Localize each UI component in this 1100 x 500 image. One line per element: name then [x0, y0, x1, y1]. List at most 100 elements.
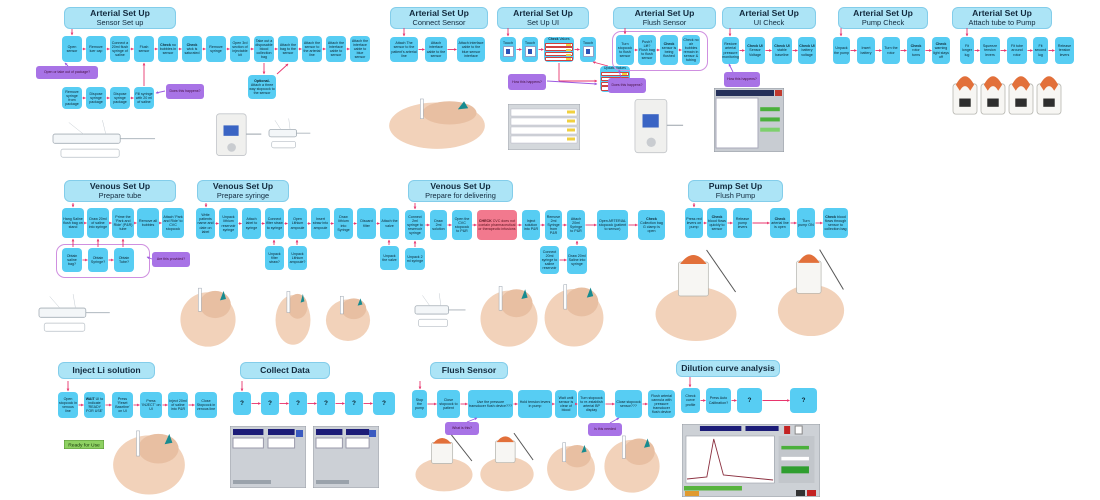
flow-step: Check sensor is being flushed: [660, 35, 678, 65]
step-label: Hang Saline flush bag on stand: [63, 216, 83, 230]
illustration-flush-device-photo: [628, 92, 686, 166]
flow-step: Check UI battery voltage: [798, 37, 816, 64]
flow-step: Fill syringe with 20 ml of saline: [134, 87, 154, 109]
illustration-pump-hand-photo-1: [652, 242, 740, 342]
flow-step: Touch: [500, 37, 516, 62]
step-label: Open ARTERIAL stopcock (patient to senso…: [598, 218, 627, 232]
section-subtitle: Prepare syringe: [216, 190, 270, 200]
flow-step: Touch: [522, 37, 538, 62]
note-box: How this happens?: [508, 74, 546, 90]
value-chip: [565, 53, 571, 56]
step-label: Attach the interface cable to sensor: [327, 40, 345, 58]
section-subtitle: Attach tube to Pump: [968, 17, 1036, 27]
flow-step: Inject solution into P&R: [522, 210, 540, 240]
step-label: Unpack Lithium ampoule?: [289, 251, 306, 265]
step-label: ?: [240, 399, 244, 407]
flow-step: Connect filter straw to syringe: [265, 208, 284, 239]
illustration-pump-photo-3: [1008, 70, 1034, 116]
illustration-filter-syringe-diagram: [414, 286, 470, 338]
step-label: Insert battery: [860, 46, 872, 55]
illustration-ui-monitor-screenshot: [713, 87, 785, 153]
flow-step: ?: [737, 388, 762, 413]
flow-step: Inject 20ml of saline into P&R: [168, 392, 188, 418]
value-chip: [565, 44, 571, 47]
section-subtitle: Flush Pump: [715, 190, 756, 200]
flow-step: Close stopcock to patient: [437, 390, 460, 418]
flow-step: Unpack Lithium ampoule?: [288, 246, 307, 270]
illustration-data-screenshot-2: [312, 425, 380, 489]
step-label: Remove syringe: [209, 44, 223, 53]
section-header: Inject Li solution: [58, 362, 155, 379]
step-label: Open Lithium ampoule: [290, 217, 305, 230]
step-label: Check sensor is being flushed: [661, 41, 677, 59]
flow-step: CHECK CVC does not contain pharmaceutica…: [477, 210, 517, 240]
flow-step: Squeeze tension levers: [980, 37, 1000, 64]
note-box: Are this provided?: [152, 252, 190, 267]
step-label: Connect 2ml syringe to reservoir syringe: [407, 214, 423, 236]
step-label: Check no air bubbles remain in sensor & …: [683, 37, 699, 63]
note-label: How this happens?: [727, 77, 757, 82]
step-label: Check UI Sensor Voltage: [747, 44, 763, 57]
flow-step: Flush sensor: [134, 36, 154, 62]
group-outline: [56, 244, 150, 278]
value-row: [545, 56, 573, 61]
illustration-arterial-arm-photo: [385, 92, 489, 150]
flow-step: Draw 20ml of saline into syringe: [87, 208, 109, 238]
flow-step: Attach the sensor to the arterial line: [302, 36, 322, 62]
step-label: Attach The sensor to the patient's arter…: [391, 41, 417, 58]
flow-step: Unpack 2 ml syringe: [405, 248, 425, 270]
flow-step: Press red levers on pump: [685, 208, 703, 238]
step-label: Fit tube around rotor: [1011, 44, 1023, 57]
step-label: Unpack the valve: [382, 253, 397, 262]
step-label: Check curve profile: [685, 394, 696, 407]
step-label: Obtain saline bag?: [66, 253, 78, 267]
section-title: Arterial Set Up: [972, 8, 1032, 19]
flow-step: Prime the 'Park and Ride' (P&R) tube: [112, 208, 134, 238]
step-label: Flush arterial cannula with pressure tra…: [651, 393, 672, 415]
section-subtitle: Flush Sensor: [642, 17, 687, 27]
flow-step: Attach 'Park and Ride' to CVC stopcock: [162, 208, 184, 238]
value-chip: [565, 48, 571, 51]
step-label: Press 'INJECT' on UI: [141, 398, 161, 412]
flow-step: Insert battery: [857, 37, 875, 64]
flow-step: Obtain Syringe?: [88, 248, 108, 272]
value-row: [601, 71, 629, 76]
flow-step: Stop the pump: [412, 390, 427, 418]
step-label: Draw lithium into Syringe: [337, 215, 350, 232]
step-label: WAIT UI to indicate 'READY FOR USE': [85, 396, 104, 414]
step-label: Connect a 20ml flush syringe of saline: [111, 40, 129, 58]
value-row: [545, 47, 573, 52]
note-box: How this happens?: [724, 72, 760, 87]
step-label: Squeeze tension levers: [982, 44, 998, 57]
note-box: What is this?: [445, 422, 479, 435]
flow-step: Release tension levers: [1055, 37, 1074, 64]
step-label: Inject 20ml of saline into P&R: [169, 398, 187, 412]
flow-step: Check Values: [544, 37, 574, 62]
touch-icon: [524, 46, 536, 58]
flow-step: Check UI Sensor Voltage: [745, 37, 765, 64]
note-label: Does this happens?: [611, 83, 643, 88]
step-label: Remove syringe from package: [65, 89, 79, 107]
step-label: Attach the bag to the sensor: [279, 42, 297, 56]
flow-step: Open sensor: [62, 36, 82, 62]
illustration-ui-values-screenshot: [507, 103, 581, 151]
flow-step: Connect 2ml syringe to reservoir syringe: [405, 210, 425, 240]
flow-step: Hold tension levers in pump: [518, 390, 552, 418]
flow-step: ?: [373, 392, 395, 415]
section-header: Collect Data: [240, 362, 330, 379]
section-title: Flush Sensor: [441, 364, 497, 375]
flow-step: Draw lithium into Syringe: [334, 208, 353, 239]
touch-label: Touch: [582, 40, 594, 45]
step-label: Unpack 2 ml syringe: [406, 254, 424, 263]
step-label: Attach 'Park and Ride' to CVC stopcock: [163, 214, 183, 232]
note-label: Are this provided?: [156, 257, 186, 262]
step-label: ?: [268, 399, 272, 407]
step-label: Discard filter: [360, 219, 373, 228]
flow-step: Check arterial line is open: [770, 208, 790, 238]
note-label: Does this happens?: [169, 89, 201, 94]
